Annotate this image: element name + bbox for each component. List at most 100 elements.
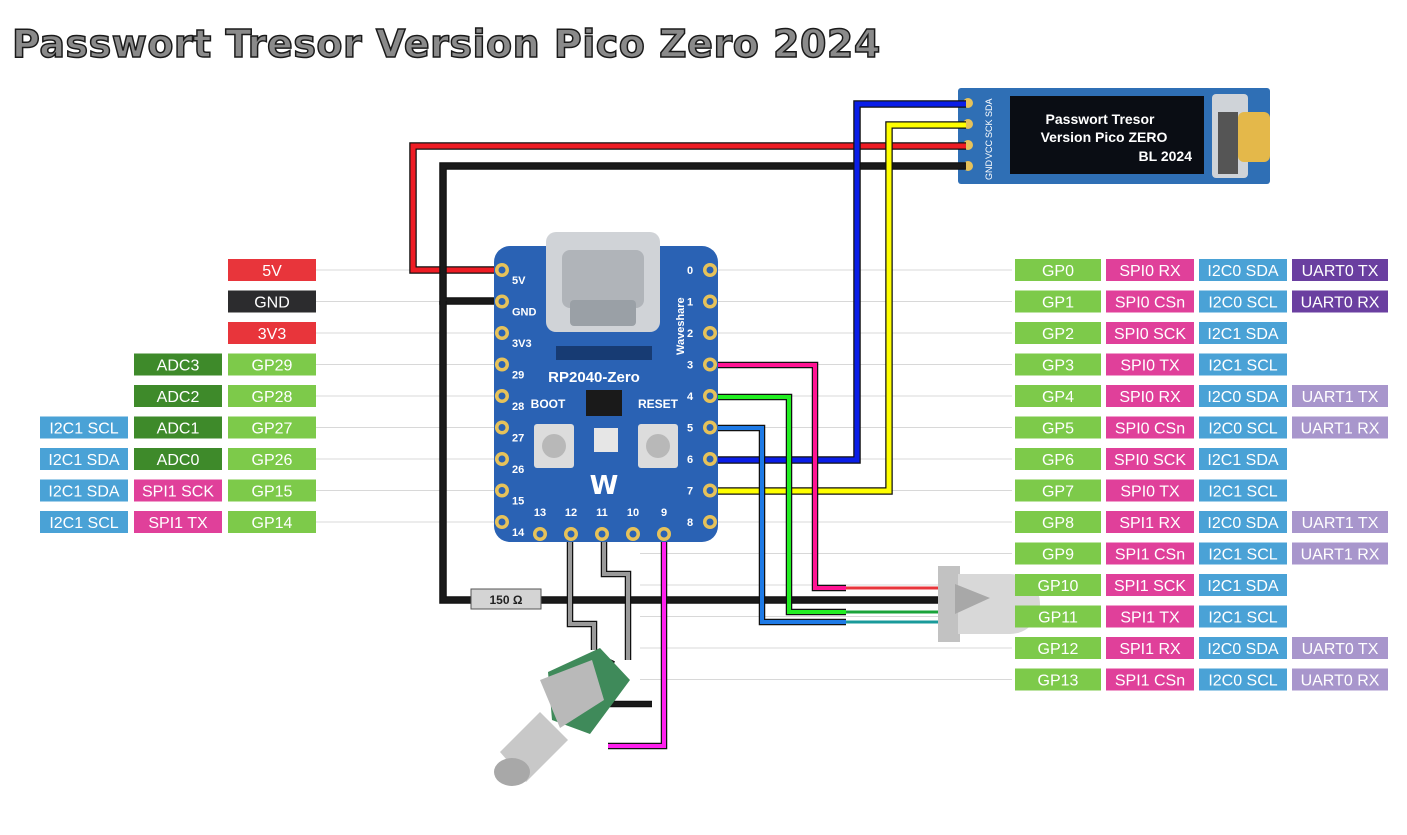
board-pin-label: 13 [534,507,546,519]
oled-line-3: BL 2024 [1139,148,1193,164]
left-pin-label-text: I2C1 SDA [48,452,119,469]
left-pin-label: I2C1 SDA [40,448,128,470]
board-pin-label: 2 [687,328,693,340]
board-pin-label: 5V [512,275,526,287]
left-pin-label-text: I2C1 SCL [49,515,118,532]
wire-gp7-sck-outline [710,121,966,495]
left-pin-label: 5V [228,259,316,281]
right-pin-label: I2C1 SDA [1199,448,1287,470]
right-pin-label-text: UART1 RX [1301,547,1380,564]
right-pin-label-text: I2C0 SDA [1207,641,1278,658]
oled-pin-label: GND [984,160,994,181]
wire-gp4-led [710,395,846,614]
right-pin-label-text: I2C1 SCL [1208,484,1277,501]
board-pin-label: 5 [687,423,693,435]
right-pin-label: GP3 [1015,353,1101,376]
left-pin-label: I2C1 SCL [40,416,128,439]
right-pin-label: SPI0 RX [1106,259,1194,281]
right-pin-label-text: GP4 [1042,389,1074,406]
oled-pin-label: SCK [984,119,994,138]
right-pin-label: UART1 TX [1292,511,1388,533]
right-pin-label-text: GP12 [1038,641,1079,658]
right-pin-label: I2C0 SCL [1199,290,1287,313]
left-pin-label: SPI1 SCK [134,479,222,502]
right-pin-label: GP11 [1015,605,1101,628]
right-pin-label: GP6 [1015,448,1101,470]
right-pin-label: GP2 [1015,322,1101,344]
board-pin-label: 8 [687,517,693,529]
right-pin-label-text: GP11 [1038,610,1078,627]
right-pin-label-text: GP6 [1042,452,1074,469]
left-pin-label-text: I2C1 SDA [48,484,119,501]
left-pin-label-text: ADC3 [157,358,200,375]
right-pin-label-text: GP3 [1042,358,1074,375]
right-pin-label: GP7 [1015,479,1101,502]
right-pin-label-text: SPI0 RX [1119,389,1181,406]
right-pin-label: SPI1 TX [1106,605,1194,628]
right-pin-label-text: SPI1 TX [1120,610,1180,627]
board-pin-label: 15 [512,496,524,508]
board-name: RP2040-Zero [548,369,640,386]
right-pin-label-text: UART0 RX [1301,295,1380,312]
right-pin-label: GP8 [1015,511,1101,533]
reset-label: RESET [638,397,679,411]
board-pin-label: 6 [687,454,693,466]
right-pin-label-text: I2C1 SDA [1207,326,1278,343]
oled-line-1: Passwort Tresor [1046,111,1155,127]
right-pin-label: UART1 RX [1292,542,1388,565]
right-pin-label: I2C1 SCL [1199,542,1287,565]
right-pin-label: GP4 [1015,385,1101,407]
left-pin-label-text: I2C1 SCL [49,421,118,438]
right-pin-label-text: I2C1 SCL [1208,547,1277,564]
right-pin-label-text: GP10 [1038,578,1079,595]
right-pin-label-text: SPI0 SCK [1114,452,1186,469]
right-pin-label-text: I2C0 SCL [1208,295,1277,312]
right-pin-label: UART0 RX [1292,290,1388,313]
board-pin-label: 3 [687,360,693,372]
right-pin-label-text: UART1 TX [1302,389,1379,406]
left-pin-label: GND [228,290,316,313]
right-pin-label-text: I2C0 SDA [1207,389,1278,406]
resistor: 150 Ω [470,588,542,610]
right-pin-label: I2C1 SCL [1199,605,1287,628]
left-pin-label-text: GND [254,295,290,312]
right-pin-label-text: SPI0 CSn [1115,421,1185,438]
right-pin-label: UART0 TX [1292,637,1388,659]
right-pin-label-text: SPI0 CSn [1115,295,1185,312]
oled-pin-label: SDA [984,98,994,117]
board-pin-label: 12 [565,507,577,519]
right-pin-label-text: GP2 [1042,326,1074,343]
board-pin-label: 9 [661,507,667,519]
right-pin-label: SPI1 CSn [1106,542,1194,565]
wire-gp7-sck [710,122,966,494]
wires [409,100,966,750]
left-pin-label-text: GP26 [252,452,293,469]
left-pin-label: ADC2 [134,385,222,407]
right-pin-label-text: GP1 [1042,295,1074,312]
left-pin-label: GP14 [228,511,316,533]
rgb-led [594,428,618,452]
right-pin-label-text: I2C0 SDA [1207,263,1278,280]
right-pin-label: SPI0 TX [1106,479,1194,502]
board-pin-label: 3V3 [512,338,532,350]
right-pin-label-text: I2C1 SDA [1207,578,1278,595]
right-pin-label: GP10 [1015,574,1101,596]
oled-pin-label: VCC [984,139,994,159]
right-pin-label-text: GP8 [1042,515,1074,532]
right-pin-label-text: SPI1 RX [1119,641,1181,658]
right-pin-label-text: SPI0 RX [1119,263,1181,280]
right-pin-label-text: UART1 RX [1301,421,1380,438]
right-pin-label: GP1 [1015,290,1101,313]
right-pin-label: SPI0 SCK [1106,448,1194,470]
right-pin-label: SPI0 CSn [1106,416,1194,439]
left-pin-label: I2C1 SDA [40,479,128,502]
right-pin-label-text: I2C1 SCL [1208,610,1277,627]
right-pin-label: GP12 [1015,637,1101,659]
left-pin-label-text: GP28 [252,389,293,406]
board-pin-label: 7 [687,486,693,498]
right-pin-label: SPI1 CSn [1106,668,1194,691]
left-pin-label-text: SPI1 TX [148,515,208,532]
wire-gp6-sda-outline [710,100,966,464]
right-pin-label-text: I2C0 SDA [1207,515,1278,532]
